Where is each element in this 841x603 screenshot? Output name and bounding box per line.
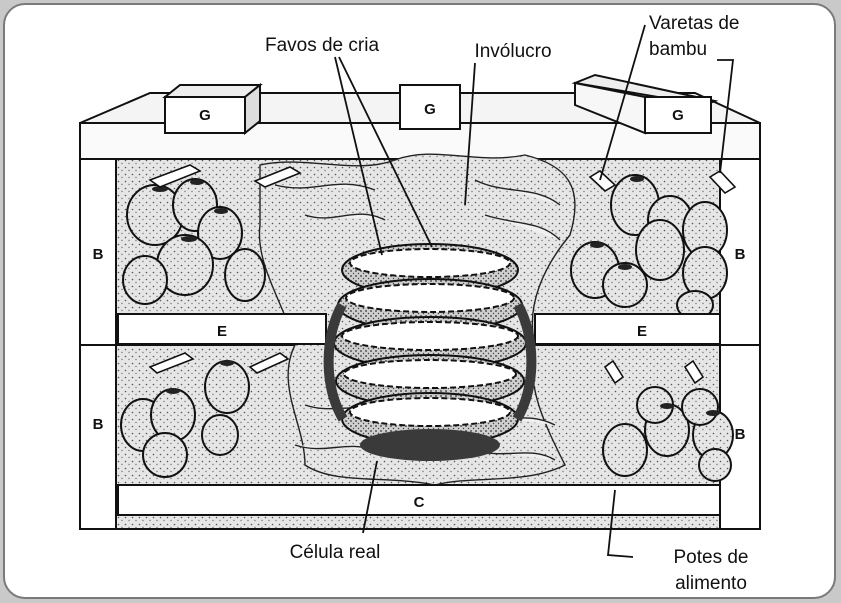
label-involucro: Invólucro <box>474 41 551 62</box>
board-e-left-label: E <box>217 323 227 340</box>
board-e-left: E <box>118 314 326 344</box>
block-g-right-label: G <box>672 107 684 124</box>
label-favos-de-cria: Favos de cria <box>265 35 379 56</box>
board-e-right: E <box>535 314 720 344</box>
block-g-left-label: G <box>199 107 211 124</box>
brood-combs <box>329 244 532 461</box>
board-c-label: C <box>414 494 425 511</box>
b-upper-right-label: B <box>735 246 746 263</box>
diagram-frame: G G G <box>3 3 836 599</box>
b-upper-left-label: B <box>93 246 104 263</box>
block-g-left: G <box>165 85 260 133</box>
block-g-center: G <box>400 85 460 129</box>
b-lower-right-label: B <box>735 426 746 443</box>
label-celula-real: Célula real <box>290 542 381 563</box>
label-varetas-line1: Varetas de <box>649 13 739 34</box>
label-potes-line2: alimento <box>675 573 747 594</box>
board-e-right-label: E <box>637 323 647 340</box>
block-g-center-label: G <box>424 101 436 118</box>
board-c-bottom: C <box>118 485 720 515</box>
hive-diagram: G G G <box>5 5 836 599</box>
label-potes-line1: Potes de <box>674 547 749 568</box>
b-lower-left-label: B <box>93 416 104 433</box>
label-varetas-line2: bambu <box>649 39 707 60</box>
